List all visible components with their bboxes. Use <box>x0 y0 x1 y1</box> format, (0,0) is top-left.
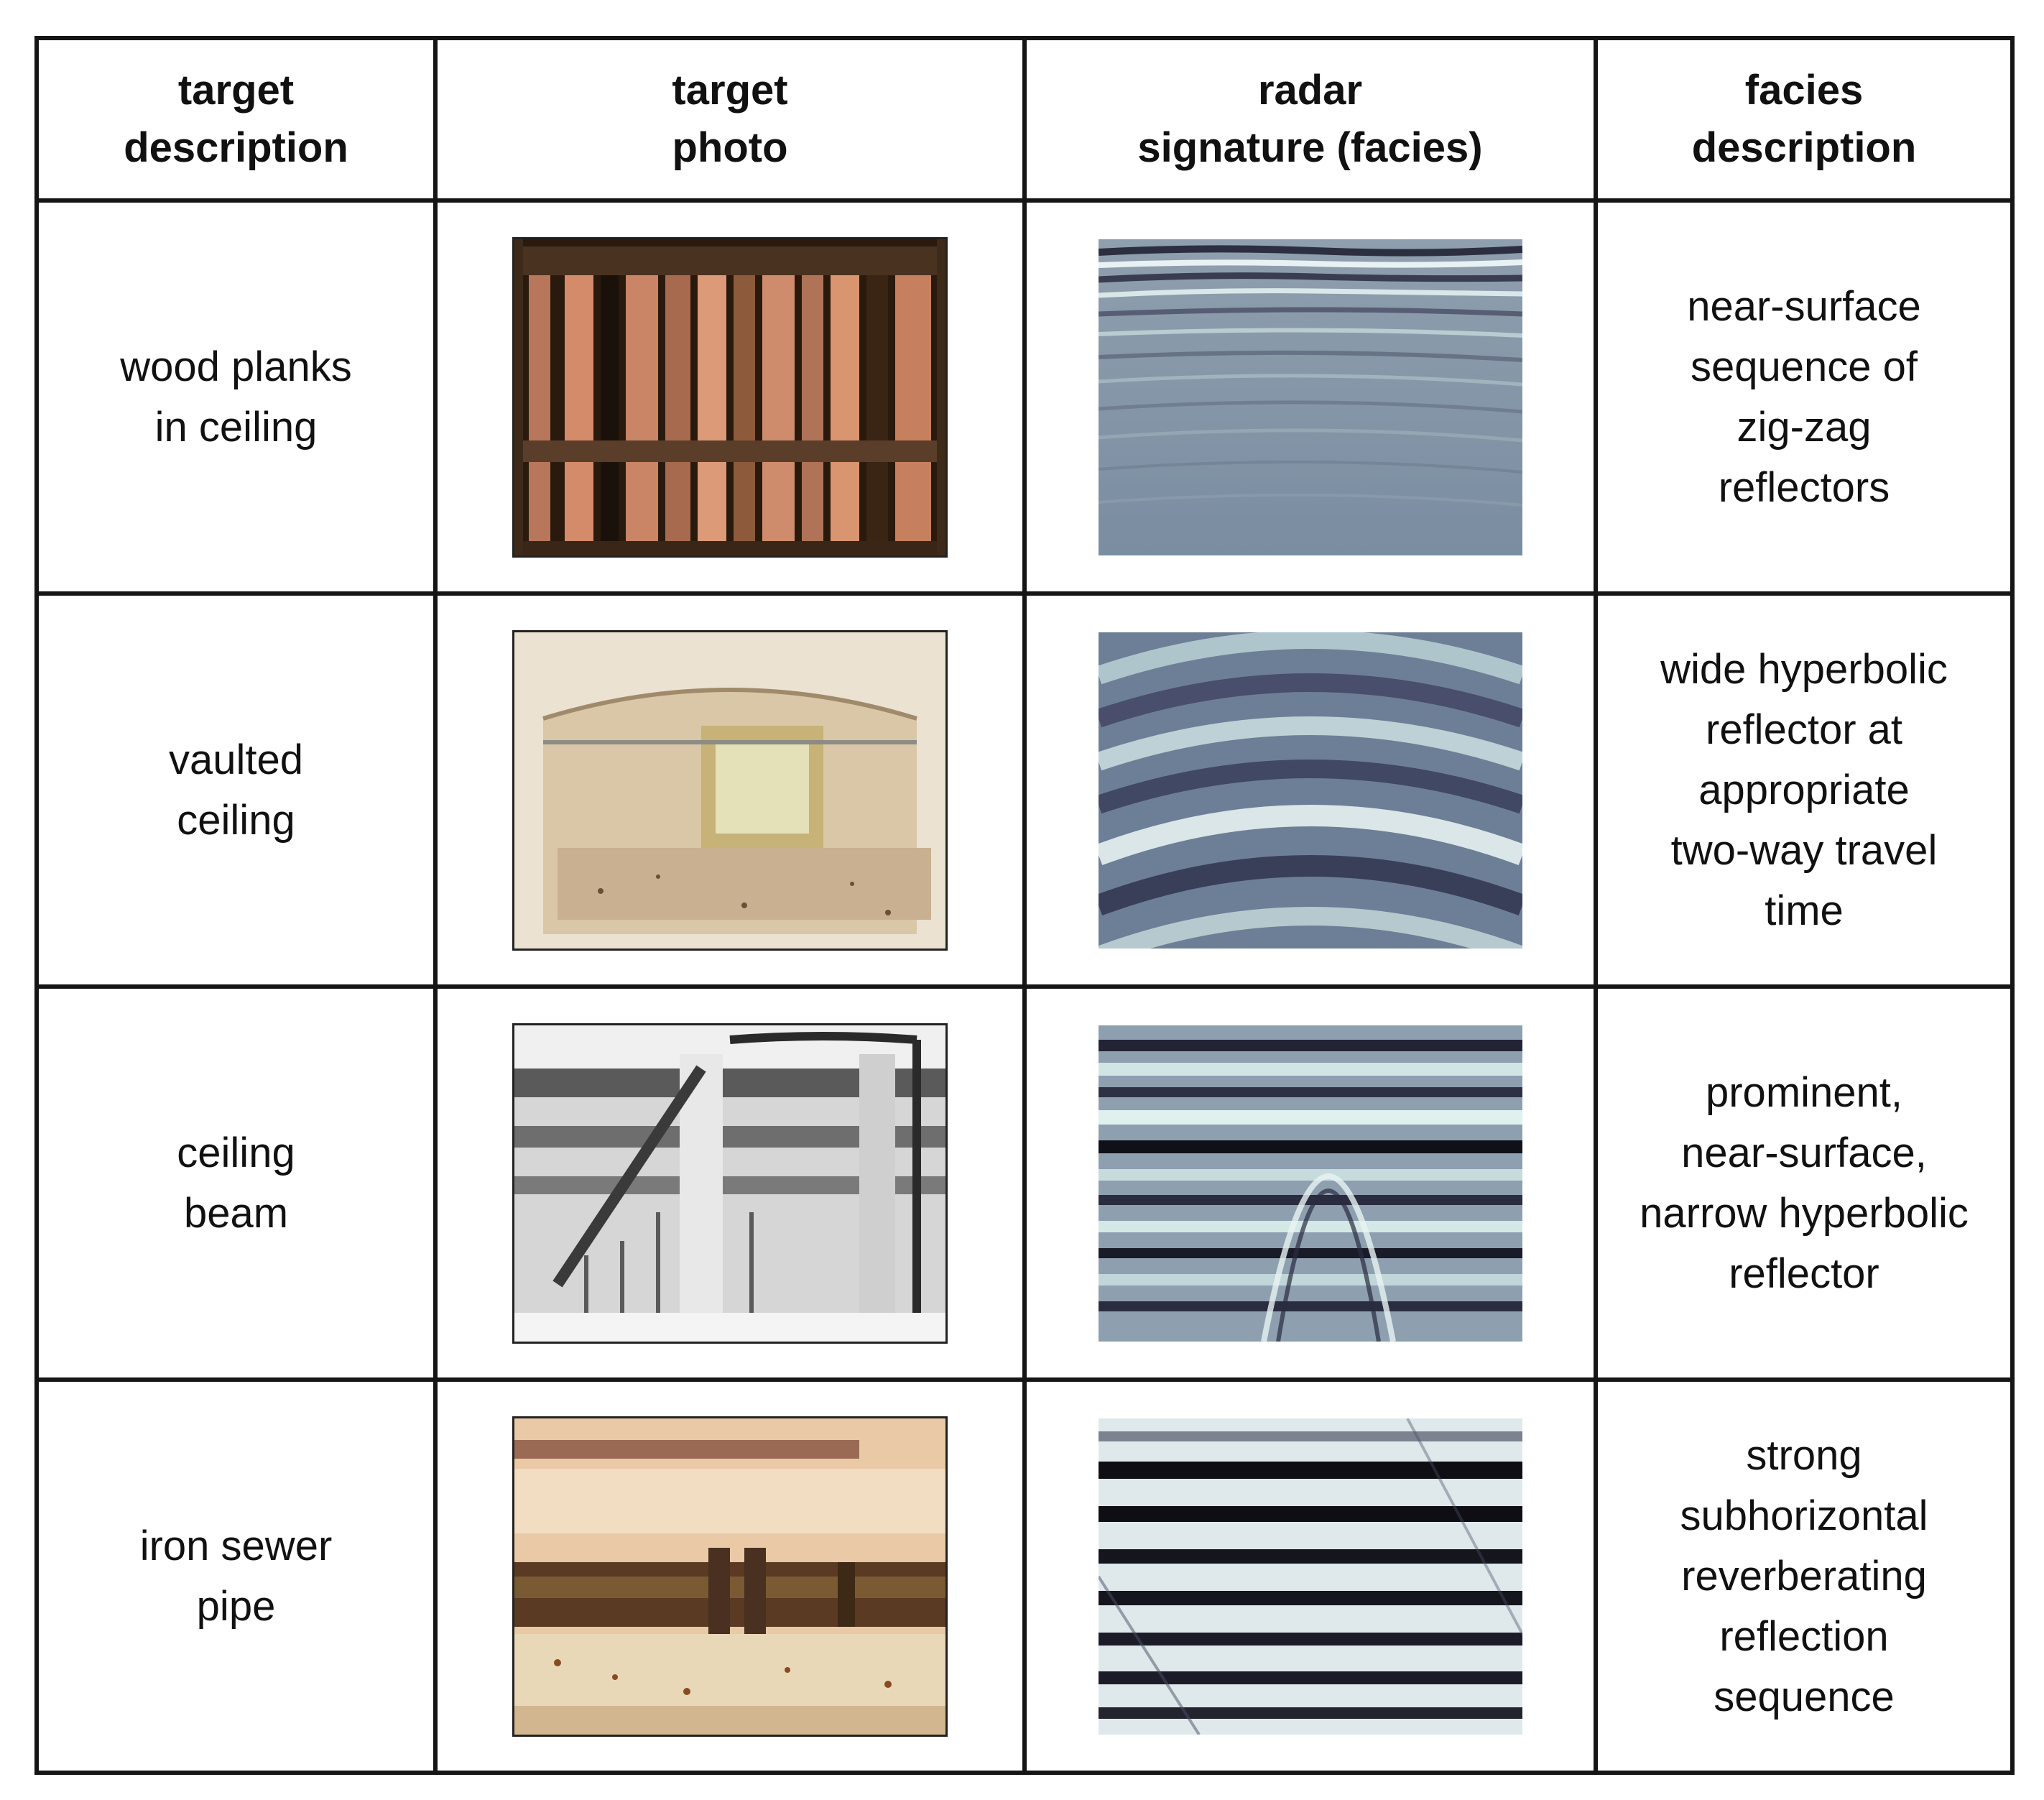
target-description-cell: vaulted ceiling <box>34 591 438 989</box>
zigzag-reflectors-radargram <box>1098 239 1522 555</box>
facies-description-cell: prominent, near-surface, narrow hyperbol… <box>1594 984 2015 1382</box>
facies-description-cell: wide hyperbolic reflector at appropriate… <box>1594 591 2015 989</box>
header-label: facies description <box>1691 67 1917 171</box>
target-photo-cell <box>433 198 1027 596</box>
target-description-cell: iron sewer pipe <box>34 1377 438 1775</box>
header-facies-description: facies description <box>1594 36 2015 203</box>
table-row: iron sewer pipe <box>34 1377 2015 1775</box>
vaulted-ceiling-photo <box>512 629 948 951</box>
target-description: ceiling beam <box>177 1129 295 1237</box>
facies-description: wide hyperbolic reflector at appropriate… <box>1660 645 1948 934</box>
facies-description: prominent, near-surface, narrow hyperbol… <box>1640 1069 1969 1297</box>
target-description: vaulted ceiling <box>168 736 304 844</box>
radar-signature-cell <box>1022 198 1598 596</box>
target-description-cell: ceiling beam <box>34 984 438 1382</box>
header-label: target photo <box>672 67 788 171</box>
facies-table: target description target photo radar si… <box>34 36 2015 1775</box>
target-photo-cell <box>433 591 1027 989</box>
facies-description: near-surface sequence of zig-zag reflect… <box>1687 282 1921 511</box>
facies-description-cell: strong subhorizontal reverberating refle… <box>1594 1377 2015 1775</box>
reverberation-radargram <box>1098 1418 1522 1735</box>
table-row: wood planks in ceiling <box>34 198 2015 596</box>
target-description: iron sewer pipe <box>139 1522 333 1630</box>
ceiling-beam-photo <box>512 1023 948 1344</box>
facies-description: strong subhorizontal reverberating refle… <box>1680 1431 1928 1720</box>
header-target-photo: target photo <box>433 36 1027 203</box>
target-description-cell: wood planks in ceiling <box>34 198 438 596</box>
target-photo-cell <box>433 1377 1027 1775</box>
table-row: ceiling beam <box>34 984 2015 1382</box>
sewer-pipe-photo <box>512 1416 948 1737</box>
header-row: target description target photo radar si… <box>34 36 2015 203</box>
target-photo-cell <box>433 984 1027 1382</box>
header-label: target description <box>124 67 348 171</box>
header-target-description: target description <box>34 36 438 203</box>
target-description: wood planks in ceiling <box>120 343 352 451</box>
wood-planks-photo <box>512 236 948 558</box>
table-row: vaulted ceiling <box>34 591 2015 989</box>
header-label: radar signature (facies) <box>1137 67 1483 171</box>
wide-hyperbola-radargram <box>1098 632 1522 949</box>
radar-signature-cell <box>1022 984 1598 1382</box>
radar-signature-cell <box>1022 1377 1598 1775</box>
narrow-hyperbola-radargram <box>1098 1025 1522 1342</box>
facies-description-cell: near-surface sequence of zig-zag reflect… <box>1594 198 2015 596</box>
header-radar-signature: radar signature (facies) <box>1022 36 1598 203</box>
radar-signature-cell <box>1022 591 1598 989</box>
